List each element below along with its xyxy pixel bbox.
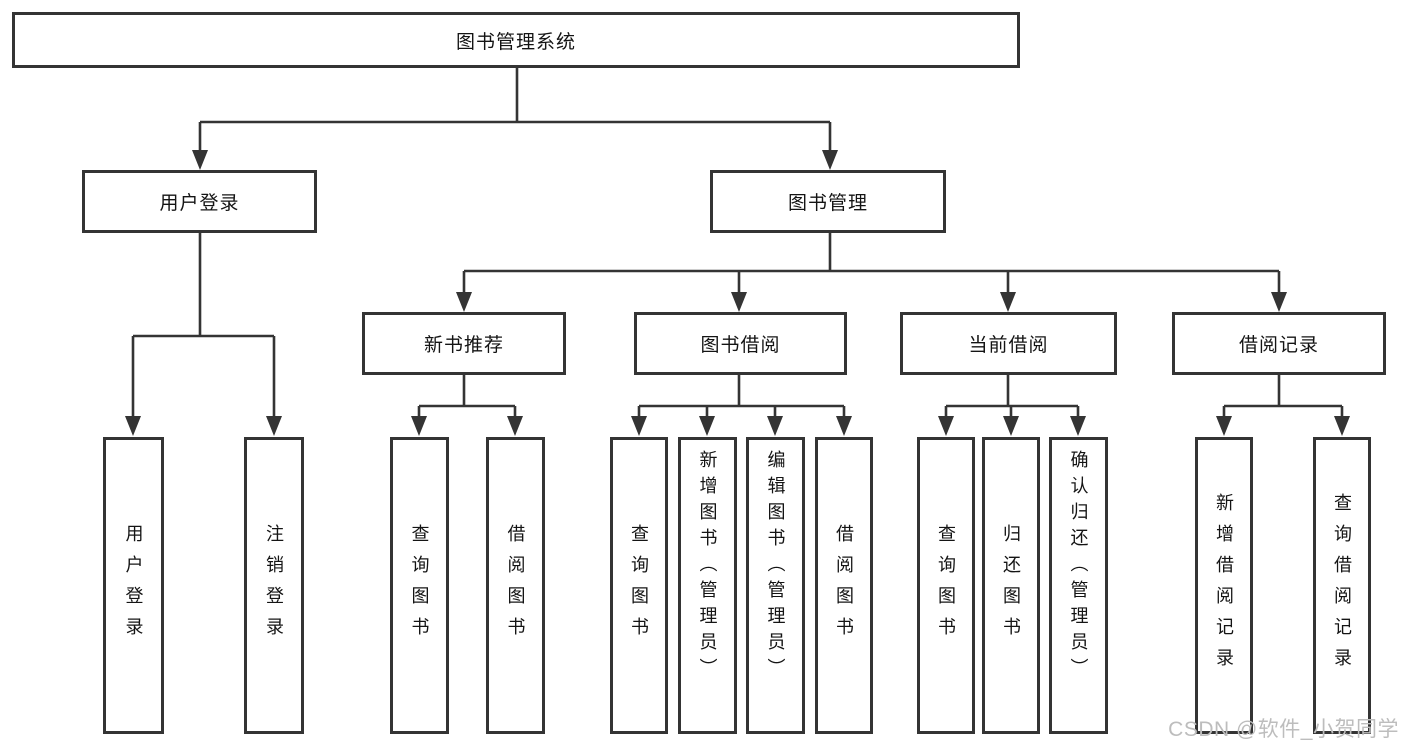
node-label: 归还图书 <box>1001 523 1021 648</box>
node-label: 新增借阅记录 <box>1214 492 1234 679</box>
node-leaf-borrow-query-books: 查询图书 <box>610 437 668 734</box>
node-label: 新增图书（管理员） <box>697 450 718 684</box>
node-leaf-current-confirm-return: 确认归还（管理员） <box>1049 437 1108 734</box>
node-label: 当前借阅 <box>968 335 1049 356</box>
node-leaf-recommend-query-books: 查询图书 <box>390 437 449 734</box>
node-leaf-records-query-record: 查询借阅记录 <box>1313 437 1371 734</box>
node-branch-book-management: 图书管理 <box>710 170 946 233</box>
node-label: 图书管理 <box>787 193 868 214</box>
node-leaf-current-query-books: 查询图书 <box>917 437 975 734</box>
node-branch-borrow-records: 借阅记录 <box>1172 312 1386 375</box>
node-leaf-borrow-edit-books: 编辑图书（管理员） <box>746 437 805 734</box>
node-label: 查询图书 <box>629 523 649 648</box>
csdn-watermark: CSDN @软件_小贺同学 <box>1168 718 1399 741</box>
node-leaf-current-return-books: 归还图书 <box>982 437 1040 734</box>
node-leaf-borrow-add-books: 新增图书（管理员） <box>678 437 737 734</box>
node-label: 用户登录 <box>123 523 144 648</box>
node-branch-user-login: 用户登录 <box>82 170 317 233</box>
node-leaf-records-add-record: 新增借阅记录 <box>1195 437 1253 734</box>
node-label: 查询图书 <box>936 523 956 648</box>
node-label: 编辑图书（管理员） <box>765 450 786 684</box>
arrowhead-icons <box>125 150 1350 436</box>
node-label: 借阅记录 <box>1238 335 1319 356</box>
node-label: 确认归还（管理员） <box>1068 450 1089 684</box>
node-label: 用户登录 <box>159 193 240 214</box>
node-label: 注销登录 <box>264 523 284 648</box>
node-label: 查询图书 <box>409 523 430 648</box>
node-leaf-user-login: 用户登录 <box>103 437 164 734</box>
node-label: 借阅图书 <box>834 523 854 648</box>
node-label: 借阅图书 <box>505 523 526 648</box>
node-branch-current-borrow: 当前借阅 <box>900 312 1117 375</box>
node-leaf-logout-login: 注销登录 <box>244 437 304 734</box>
node-label: 图书借阅 <box>700 335 781 356</box>
node-leaf-borrow-borrow-books: 借阅图书 <box>815 437 873 734</box>
node-root-library-system: 图书管理系统 <box>12 12 1020 68</box>
node-label: 新书推荐 <box>423 335 504 356</box>
node-branch-book-borrow: 图书借阅 <box>634 312 847 375</box>
node-label: 图书管理系统 <box>455 31 576 53</box>
node-leaf-recommend-borrow-books: 借阅图书 <box>486 437 545 734</box>
node-label: 查询借阅记录 <box>1332 492 1352 679</box>
node-branch-new-book-recommend: 新书推荐 <box>362 312 566 375</box>
